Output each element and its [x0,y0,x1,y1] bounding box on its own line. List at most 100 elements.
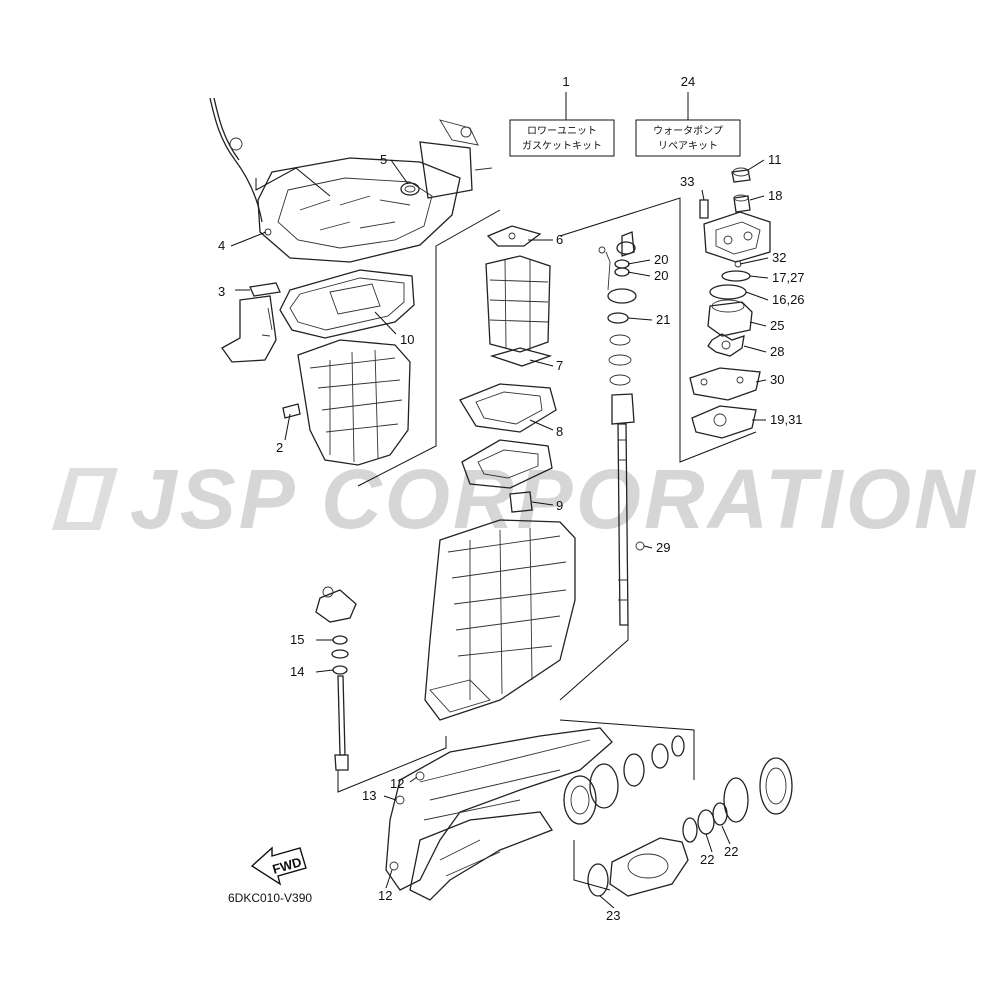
hose-clamp [229,137,243,151]
water-pump-assembly [689,167,771,439]
upper-case-assembly [209,97,493,466]
impeller-28 [707,333,745,357]
callout-13: 13 [362,788,376,803]
watermark-logo [52,468,118,530]
plug-12b [389,861,399,871]
seal-5 [400,182,420,196]
gasket-7 [489,347,553,367]
kit-line2: ガスケットキット [522,140,602,152]
callout-19-31: 19,31 [770,412,803,427]
kit-ref-24: 24 [681,74,695,89]
o-ring-21 [607,312,629,324]
gear-case-body [385,727,613,891]
propeller-shaft-housing [609,837,689,897]
oil-seal-22a [697,809,715,835]
center-plates [459,225,557,513]
seal-20b [614,267,630,277]
callout-32: 32 [772,250,786,265]
oil-seal-housing [607,288,637,304]
callout-17-27: 17,27 [772,270,805,285]
kit-line1: ロワーユニット [527,126,597,137]
callout-9: 9 [556,498,563,513]
upper-mount-plate [257,157,461,263]
exhaust-guide [419,141,473,199]
seal-15 [332,635,348,645]
callout-labels: 5 4 3 10 2 6 7 8 9 20 20 21 29 11 18 33 … [218,152,805,923]
callout-25: 25 [770,318,784,333]
plug-12a [415,771,425,781]
callout-3: 3 [218,284,225,299]
callout-4: 4 [218,238,225,253]
kit-ref-1: 1 [562,74,569,89]
o-ring-14 [332,665,348,675]
callout-15: 15 [290,632,304,647]
hose-part [209,97,263,223]
part-9 [509,491,533,513]
callout-10: 10 [400,332,414,347]
callout-8: 8 [556,424,563,439]
callout-12b: 12 [378,888,392,903]
shift-rod [337,675,346,756]
callout-18: 18 [768,188,782,203]
exhaust-housing [461,439,553,489]
lower-casing [424,519,576,721]
outer-plate-30 [689,367,761,401]
callout-20b: 20 [654,268,668,283]
kit-box-water-pump-repair: 24 ウォータポンプ リペアキット [635,74,741,157]
plug-13 [395,795,405,805]
callout-5: 5 [380,152,387,167]
kit-line1: ウォータポンプ [653,125,723,137]
pump-housing [703,211,771,263]
plate-gasket [723,777,749,823]
callout-29: 29 [656,540,670,555]
gasket-3 [249,282,281,297]
gear-case [385,727,793,901]
callout-2: 2 [276,440,283,455]
arrow-icon [250,846,307,886]
skeg [409,811,553,901]
lower-casing-body [424,519,576,721]
upper-mount-inner [277,177,433,249]
forward-gear [623,753,645,787]
kit-box-lower-unit-gasket: 1 ロワーユニット ガスケットキット [509,74,615,157]
gasket-6 [486,225,542,247]
callout-28: 28 [770,344,784,359]
callout-7: 7 [556,358,563,373]
leader-lines [230,159,769,909]
gear-left [563,775,597,825]
exhaust-pipe [485,255,551,353]
callout-33: 33 [680,174,694,189]
bolt-33 [699,199,709,219]
callout-14: 14 [290,664,304,679]
o-ring-23 [587,863,609,897]
callout-22b: 22 [724,844,738,859]
callout-16-26: 16,26 [772,292,805,307]
callout-6: 6 [556,232,563,247]
drive-shaft-assembly [598,231,645,626]
grommet-11 [731,169,751,183]
callout-22a: 22 [700,852,714,867]
shift-rod-lever [315,589,357,623]
bolt-2 [282,403,301,419]
reverse-gear [759,757,793,815]
o-ring-16-26 [709,284,747,300]
upper-casing [297,339,411,466]
gasket-19-31 [691,405,757,439]
gasket-10 [279,269,415,339]
plate-8 [459,383,557,433]
diagram-code: 6DKC010-V390 [228,891,312,905]
watermark-text: JSP CORPORATION [130,452,978,546]
o-ring-17-27 [721,270,751,282]
lower-bracket [221,295,277,363]
callout-11: 11 [768,152,782,167]
bearing-left [589,763,619,809]
seal-20a [614,259,630,269]
callout-20a: 20 [654,252,668,267]
tube-18 [733,195,751,213]
drive-shaft-top [621,231,635,257]
callout-23: 23 [606,908,620,923]
forward-direction-arrow: FWD [250,846,307,886]
hose-part-edge [213,97,240,161]
